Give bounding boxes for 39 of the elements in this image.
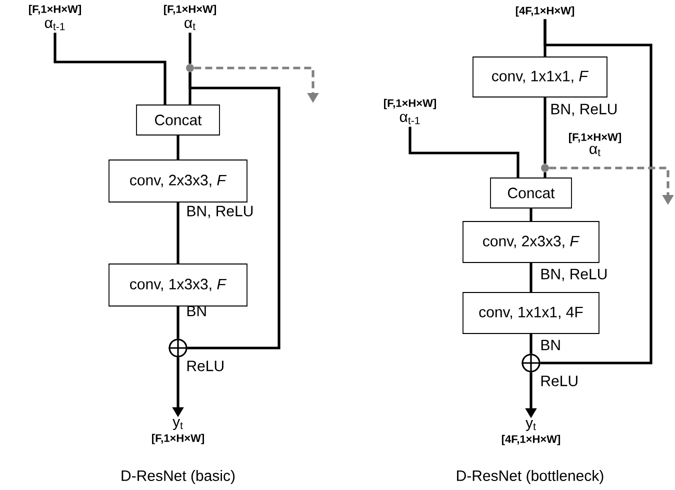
- connector-line: [530, 208, 532, 222]
- connector-line: [540, 19, 652, 364]
- input-label: [4F,1×H×W]: [516, 6, 574, 17]
- connector-line: [408, 126, 520, 178]
- connector-line: [530, 262, 532, 292]
- sum-circle: [168, 338, 188, 358]
- junction-dot: [186, 64, 194, 72]
- junction-dot: [541, 164, 549, 172]
- edge-label: BN: [541, 340, 560, 350]
- connector-line: [544, 97, 546, 164]
- connector-line: [544, 172, 546, 178]
- connector-line: [530, 334, 532, 354]
- edge-label: ReLU: [187, 360, 224, 372]
- input-label: [F,1×H×W] α$_{t}$: [164, 4, 216, 30]
- edge-label: BN, ReLU: [551, 104, 617, 116]
- tensor-label: [F,1×H×W] α$_{t}$: [569, 132, 621, 156]
- process-box: Concat: [490, 178, 572, 208]
- connector-line: [187, 72, 280, 350]
- process-box: conv, 2x3x3, F: [462, 221, 600, 263]
- process-box: Concat: [136, 104, 220, 136]
- process-box: conv, 2x3x3, F: [108, 160, 248, 202]
- caption: D-ResNet (bottleneck): [457, 470, 604, 484]
- sum-circle: [520, 352, 542, 374]
- process-box: conv, 1x1x1, F: [472, 56, 608, 98]
- output-label: y$_{t}$ [F,1×H×W]: [152, 418, 204, 444]
- process-box: conv, 1x3x3, F: [108, 264, 248, 306]
- input-label: [F,1×H×W] α$_{t-1}$: [384, 98, 436, 124]
- connector-line: [188, 32, 192, 64]
- caption: D-ResNet (basic): [122, 470, 235, 484]
- edge-label: BN, ReLU: [187, 206, 253, 218]
- edge-label: ReLU: [541, 376, 578, 386]
- edge-label: BN, ReLU: [541, 268, 607, 282]
- connector-line: [176, 135, 180, 160]
- output-label: y$_{t}$ [4F,1×H×W]: [502, 420, 560, 446]
- connector-line: [176, 306, 180, 339]
- connector-line: [176, 202, 180, 264]
- input-label: [F,1×H×W] α$_{t-1}$: [29, 4, 81, 30]
- connector-line: [54, 32, 166, 105]
- process-box: conv, 1x1x1, 4F: [462, 292, 600, 334]
